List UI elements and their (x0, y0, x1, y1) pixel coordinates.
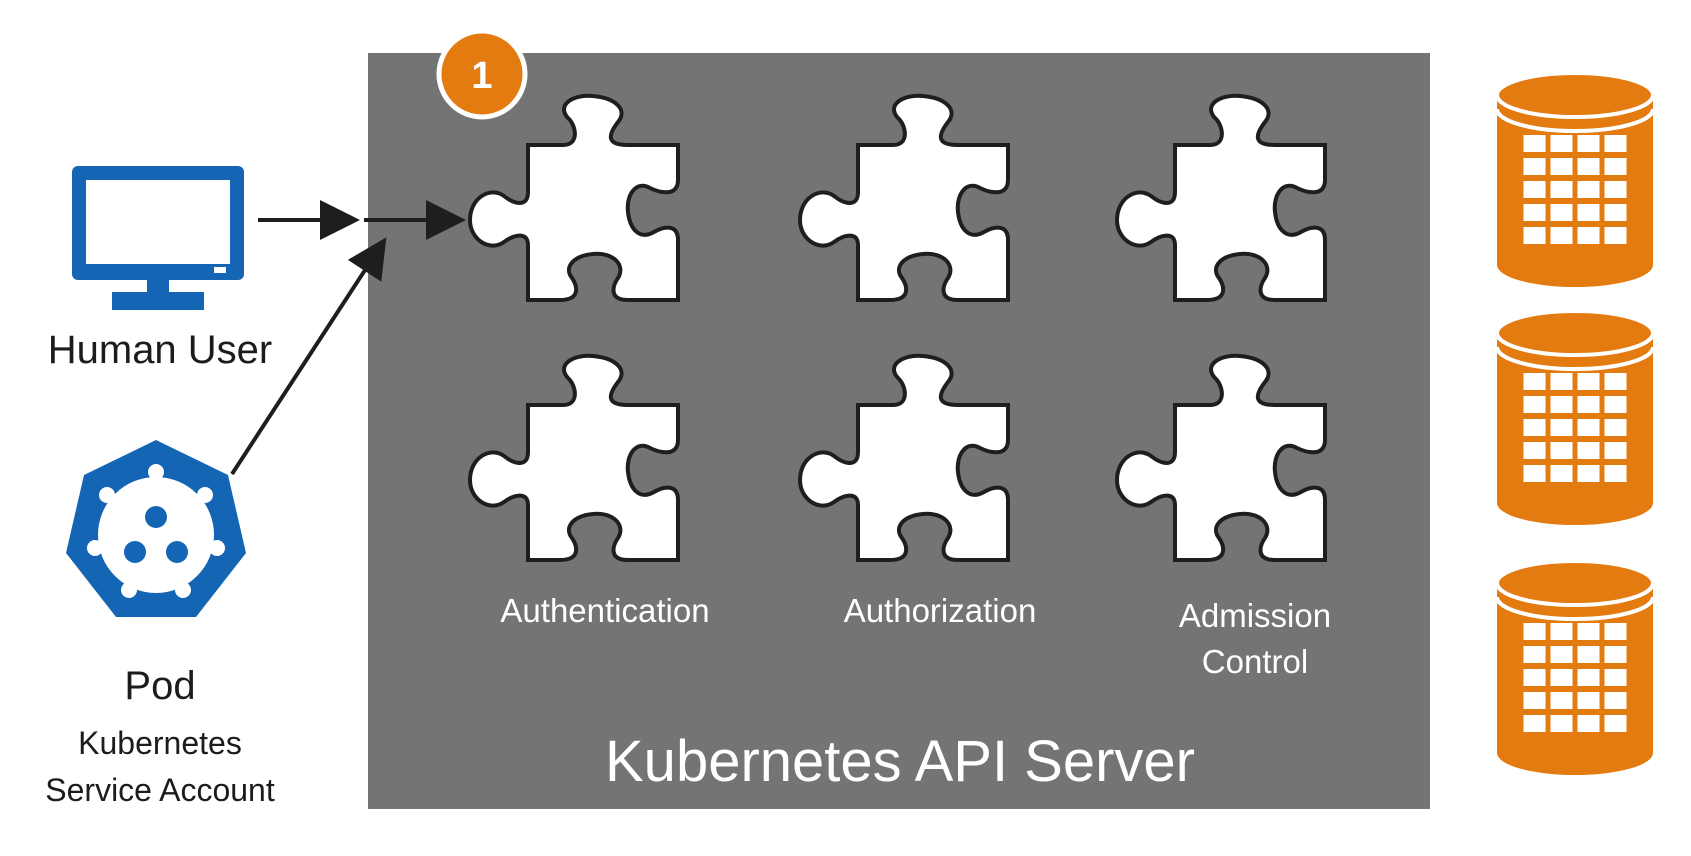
database-icon (1495, 309, 1655, 525)
pod-sublabel-line2: Service Account (45, 772, 275, 808)
stage-label-authorization: Authorization (843, 592, 1037, 629)
stage-label-admission: Admission (1178, 597, 1332, 634)
arrow-pod-to-server (230, 237, 387, 476)
step-badge-number: 1 (471, 55, 492, 97)
stage-label-authentication: Authentication (500, 592, 710, 629)
database-icon (1495, 71, 1655, 287)
database-icon (1495, 559, 1655, 775)
kubernetes-icon (66, 440, 246, 617)
human-user-label: Human User (47, 328, 273, 372)
step-badge: 1 (436, 28, 528, 120)
stage-label-control: Control (1201, 643, 1309, 680)
monitor-icon (72, 166, 244, 310)
pod-label: Pod (124, 664, 196, 708)
api-server-title: Kubernetes API Server (605, 729, 1195, 794)
pod-sublabel-line1: Kubernetes (78, 725, 242, 761)
